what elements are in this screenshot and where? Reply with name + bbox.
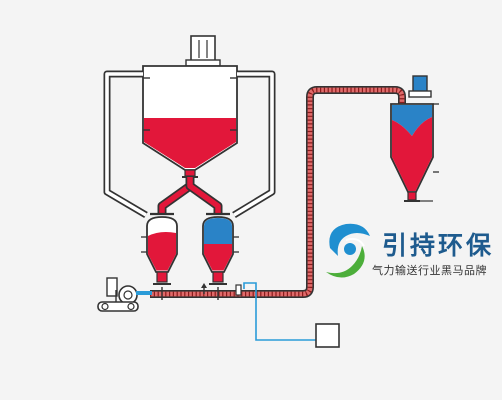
air-supply-line	[136, 283, 207, 295]
pressure-vessel-right	[202, 212, 239, 285]
brand-slogan: 气力输送行业黑马品牌	[372, 264, 487, 277]
blower-icon	[97, 277, 139, 312]
brand-name: 引持环保	[382, 231, 495, 260]
pressure-vessel-left	[141, 212, 178, 285]
receiving-cyclone	[390, 75, 439, 202]
vent-lines	[103, 70, 276, 219]
pipeline-valves	[161, 284, 242, 300]
control-box-icon	[315, 323, 340, 348]
split-chute	[157, 177, 223, 214]
control-line	[243, 282, 316, 341]
silo-material-level	[144, 118, 236, 168]
swirl-logo-icon	[326, 223, 370, 278]
silo-vent-filter	[190, 35, 216, 63]
conveying-pipeline	[150, 86, 406, 298]
storage-silo	[142, 35, 238, 178]
